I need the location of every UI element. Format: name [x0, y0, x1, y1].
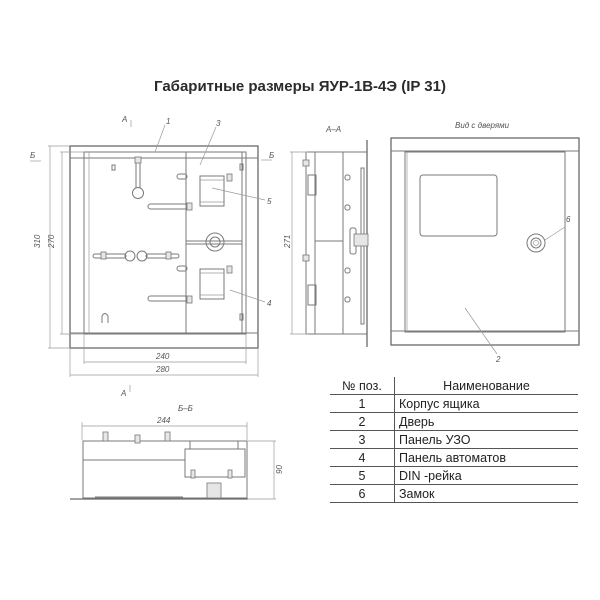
- spec-row: 2 Дверь: [330, 412, 578, 431]
- dim-width-inner: 240: [155, 352, 170, 361]
- lock-icon: [526, 233, 546, 253]
- spec-row-pos: 5: [330, 466, 395, 485]
- drawing-title: Габаритные размеры ЯУР-1В-4Э (IP 31): [154, 78, 446, 95]
- spec-row-pos: 4: [330, 448, 395, 467]
- spec-row-name: Корпус ящика: [399, 396, 480, 411]
- callout-3: 3: [216, 119, 221, 128]
- mounting-plate: [83, 151, 247, 335]
- callout-6: 6: [566, 215, 571, 224]
- section-mark-a-top: А: [121, 115, 127, 124]
- callout-4: 4: [267, 299, 272, 308]
- section-mark-b-left: Б: [30, 151, 35, 160]
- dim-width-bb: 244: [156, 416, 171, 425]
- spec-row-pos: 6: [330, 484, 395, 503]
- section-bb-view: Б–Б 244 90: [70, 404, 284, 500]
- spec-header-name: Наименование: [443, 378, 530, 393]
- spec-row: 3 Панель УЗО: [330, 430, 578, 449]
- spec-row-pos: 3: [330, 430, 395, 449]
- spec-row-name: Дверь: [399, 414, 435, 429]
- section-aa-label: А–А: [325, 125, 341, 134]
- dim-height-outer: 310: [33, 234, 42, 248]
- callout-1: 1: [166, 117, 170, 126]
- spec-row-name: Замок: [399, 486, 435, 501]
- section-bb-label: Б–Б: [178, 404, 193, 413]
- spec-row-name: Панель УЗО: [399, 432, 471, 447]
- spec-row-name: DIN -рейка: [399, 468, 462, 483]
- panel-uzo-automats: [185, 151, 243, 335]
- dim-depth-bb: 90: [275, 465, 284, 474]
- spec-row-name: Панель автоматов: [399, 450, 506, 465]
- section-mark-a-bottom: А: [120, 389, 126, 398]
- dim-height-inner: 270: [47, 234, 56, 249]
- spec-header-row: № поз. Наименование: [330, 377, 578, 395]
- door-view: Вид с дверями 6 2: [390, 121, 580, 364]
- spec-row: 1 Корпус ящика: [330, 394, 578, 413]
- section-aa-view: А–А 271: [283, 125, 369, 347]
- spec-header-pos: № поз.: [330, 377, 395, 395]
- dim-height-aa: 271: [283, 235, 292, 249]
- spec-row: 4 Панель автоматов: [330, 448, 578, 467]
- spec-row-pos: 1: [330, 394, 395, 413]
- specification-table: № поз. Наименование 1 Корпус ящика 2 Две…: [330, 377, 578, 503]
- callout-2: 2: [495, 355, 501, 364]
- enclosure-outer-outline: [69, 145, 259, 349]
- front-view: 310 270 240 280 А Б Б А 1 3 5 4: [30, 115, 274, 398]
- section-mark-b-right: Б: [269, 151, 274, 160]
- spec-row-pos: 2: [330, 412, 395, 431]
- door-view-label: Вид с дверями: [455, 121, 510, 130]
- door-panel: [404, 151, 566, 333]
- spec-row: 5 DIN -рейка: [330, 466, 578, 485]
- door-window: [419, 174, 498, 237]
- spec-row: 6 Замок: [330, 484, 578, 503]
- dim-width-outer: 280: [155, 365, 170, 374]
- callout-5: 5: [267, 197, 272, 206]
